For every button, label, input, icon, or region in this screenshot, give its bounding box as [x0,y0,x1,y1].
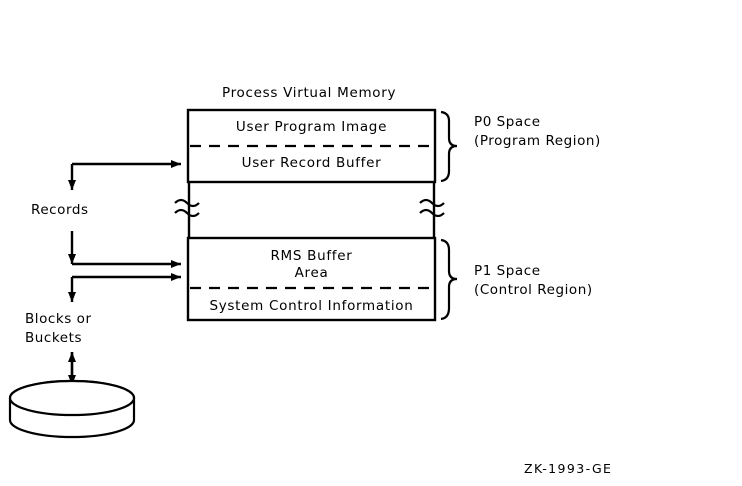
cell-user-record-buffer: User Record Buffer [241,155,382,171]
records-in-arrow [68,160,181,190]
cell-rms-buffer-area-line1: RMS Buffer [270,248,353,264]
p0-space-label-line1: P0 Space [474,114,541,130]
p0-space-box [186,108,437,184]
p1-space-label-line2: (Control Region) [474,282,593,298]
p0-box-outline [186,108,437,184]
p1-space-box [186,236,437,322]
records-label: Records [31,202,89,218]
disk-platter-icon [8,379,136,439]
break-squiggle-icon-left [174,198,200,218]
p0-space-label-line2: (Program Region) [474,133,601,149]
figure-title: Process Virtual Memory [222,85,397,101]
blocks-or-buckets-label-line2: Buckets [25,330,83,346]
cell-system-control-information: System Control Information [209,298,414,314]
break-squiggle-icon-right [419,198,445,218]
blocks-or-buckets-label-line1: Blocks or [25,311,92,327]
box-continuation-lines [187,182,436,238]
p1-space-label-line1: P1 Space [474,263,541,279]
records-out-arrow [68,231,181,268]
blocks-buckets-arrow [68,273,181,302]
cell-rms-buffer-area-line2: Area [294,265,329,281]
figure-identifier: ZK-1993-GE [524,461,613,476]
cell-user-program-image: User Program Image [235,119,388,135]
p1-box-outline [186,236,437,322]
p0-brace [440,110,458,183]
p1-brace [440,238,458,321]
